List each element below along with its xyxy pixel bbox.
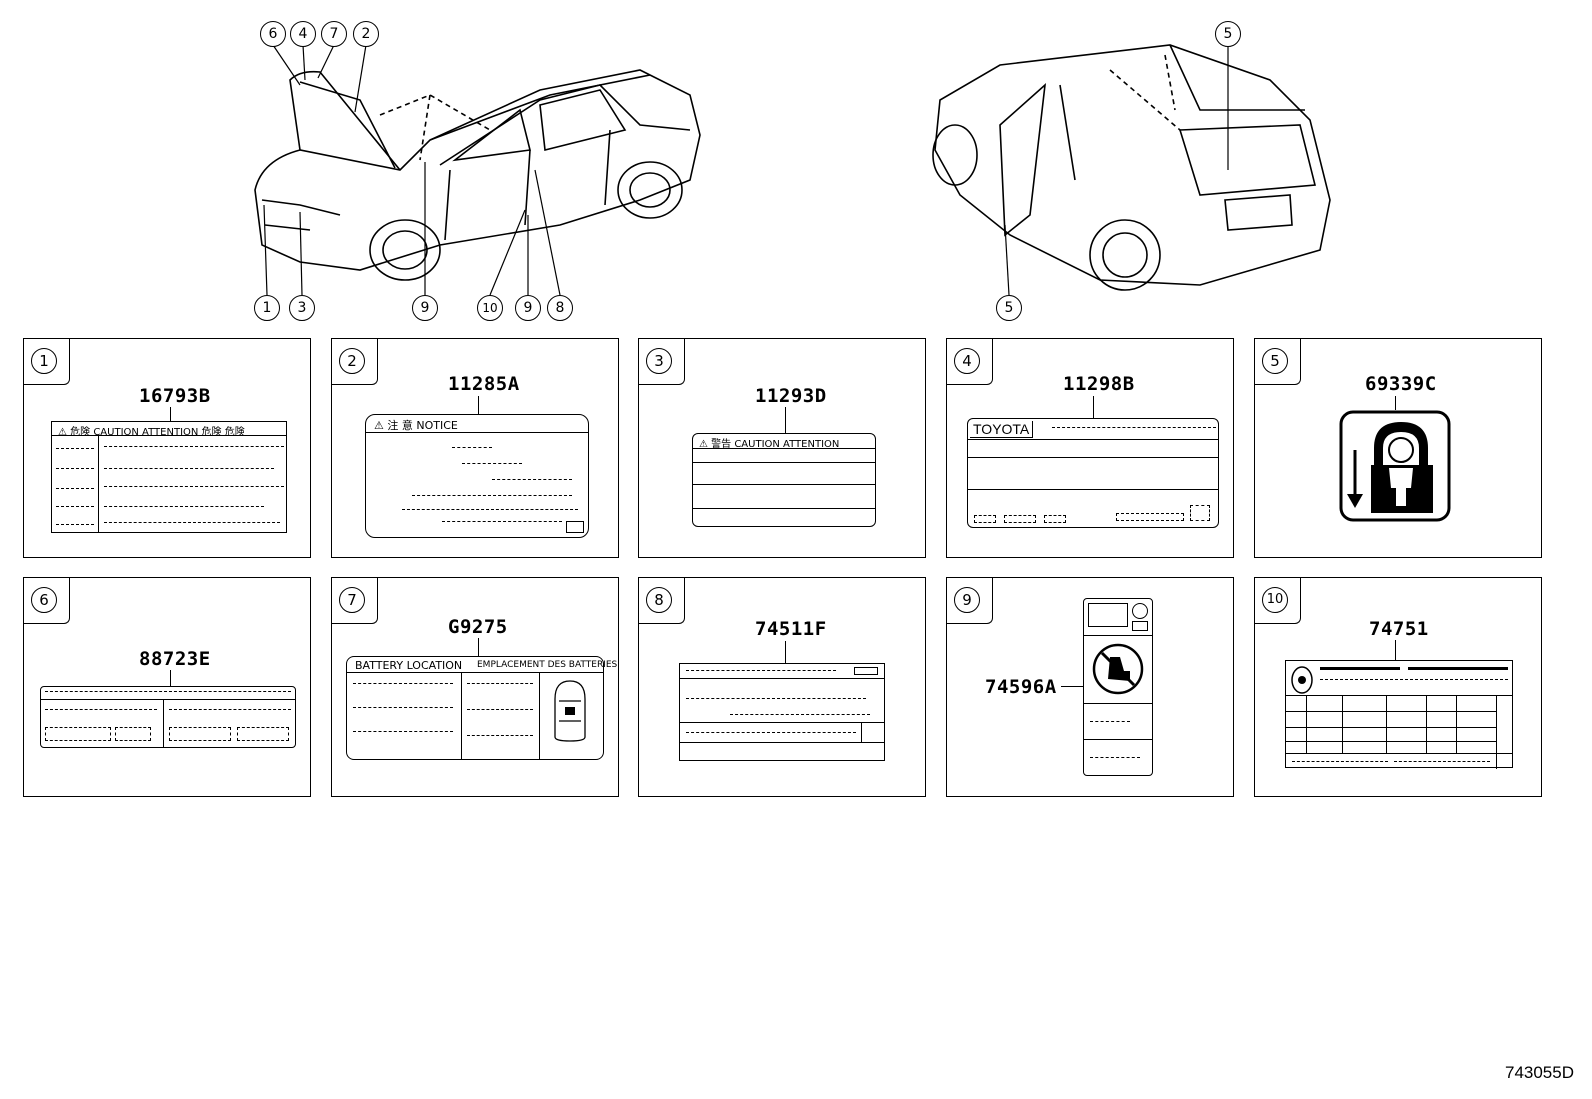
panel-number: 5 <box>1262 348 1288 374</box>
panel-number: 8 <box>646 587 672 613</box>
label-graphic: ⚠ 注 意 NOTICE <box>365 414 589 538</box>
part-number: 11293D <box>755 385 827 407</box>
part-number: 11285A <box>448 373 520 395</box>
callout-4: 4 <box>290 21 316 47</box>
label-panel-1: 1 16793B ⚠ 危険 CAUTION ATTENTION 危険 危険 <box>23 338 311 558</box>
rear-vehicle-drawing <box>932 44 1331 291</box>
no-child-seat-icon <box>1092 643 1144 695</box>
label-panel-3: 3 11293D ⚠ 警告 CAUTION ATTENTION <box>638 338 926 558</box>
panel-number: 10 <box>1262 587 1288 613</box>
panel-number: 3 <box>646 348 672 374</box>
panel-number: 1 <box>31 348 57 374</box>
car-topview-icon <box>554 680 586 742</box>
label-panel-2: 2 11285A ⚠ 注 意 NOTICE <box>331 338 619 558</box>
label-panel-9: 9 74596A <box>946 577 1234 797</box>
callout-9: 9 <box>412 295 438 321</box>
part-number: 74751 <box>1369 618 1429 640</box>
label-graphic <box>679 663 885 761</box>
child-lock-icon <box>1339 410 1451 522</box>
label-panel-8: 8 74511F <box>638 577 926 797</box>
label-graphic: TOYOTA <box>967 418 1219 528</box>
label-graphic <box>40 686 296 748</box>
part-number: 74511F <box>755 618 827 640</box>
callout-5-top: 5 <box>1215 21 1241 47</box>
label-panel-4: 4 11298B TOYOTA <box>946 338 1234 558</box>
label-header-right: EMPLACEMENT DES BATTERIES <box>477 660 618 670</box>
callout-10: 10 <box>477 295 503 321</box>
brand-text: TOYOTA <box>970 421 1034 438</box>
label-graphic: ⚠ 警告 CAUTION ATTENTION <box>692 433 876 527</box>
label-graphic <box>1285 660 1513 769</box>
diagram-id: 743055D <box>1504 1063 1574 1082</box>
callout-5-bottom: 5 <box>996 295 1022 321</box>
callout-8: 8 <box>547 295 573 321</box>
part-number: 69339C <box>1365 373 1437 395</box>
callout-9b: 9 <box>515 295 541 321</box>
part-number: 16793B <box>139 385 211 407</box>
label-panel-7: 7 G9275 BATTERY LOCATION EMPLACEMENT DES… <box>331 577 619 797</box>
callout-7: 7 <box>321 21 347 47</box>
front-vehicle-drawing <box>254 69 701 281</box>
label-graphic: BATTERY LOCATION EMPLACEMENT DES BATTERI… <box>346 656 617 760</box>
vehicle-illustrations <box>254 44 1331 296</box>
tire-icon <box>1291 666 1313 694</box>
label-header-left: BATTERY LOCATION <box>355 659 463 672</box>
panel-number: 9 <box>954 587 980 613</box>
label-header: ⚠ 危険 CAUTION ATTENTION 危険 危険 <box>58 427 245 438</box>
part-number: 74596A <box>985 676 1057 698</box>
part-number: 11298B <box>1063 373 1135 395</box>
panel-number: 6 <box>31 587 57 613</box>
callout-2: 2 <box>353 21 379 47</box>
label-header: ⚠ 注 意 NOTICE <box>374 419 458 432</box>
label-graphic: ⚠ 危険 CAUTION ATTENTION 危険 危険 <box>51 421 287 533</box>
callout-6: 6 <box>260 21 286 47</box>
label-panel-10: 10 74751 <box>1254 577 1542 797</box>
label-panel-6: 6 88723E <box>23 577 311 797</box>
callout-1: 1 <box>254 295 280 321</box>
panel-number: 2 <box>339 348 365 374</box>
panel-number: 4 <box>954 348 980 374</box>
label-header: ⚠ 警告 CAUTION ATTENTION <box>699 439 840 450</box>
label-graphic <box>1083 598 1153 776</box>
label-panel-5: 5 69339C <box>1254 338 1542 558</box>
panel-number: 7 <box>339 587 365 613</box>
part-number: 88723E <box>139 648 211 670</box>
part-number: G9275 <box>448 616 508 638</box>
callout-3: 3 <box>289 295 315 321</box>
